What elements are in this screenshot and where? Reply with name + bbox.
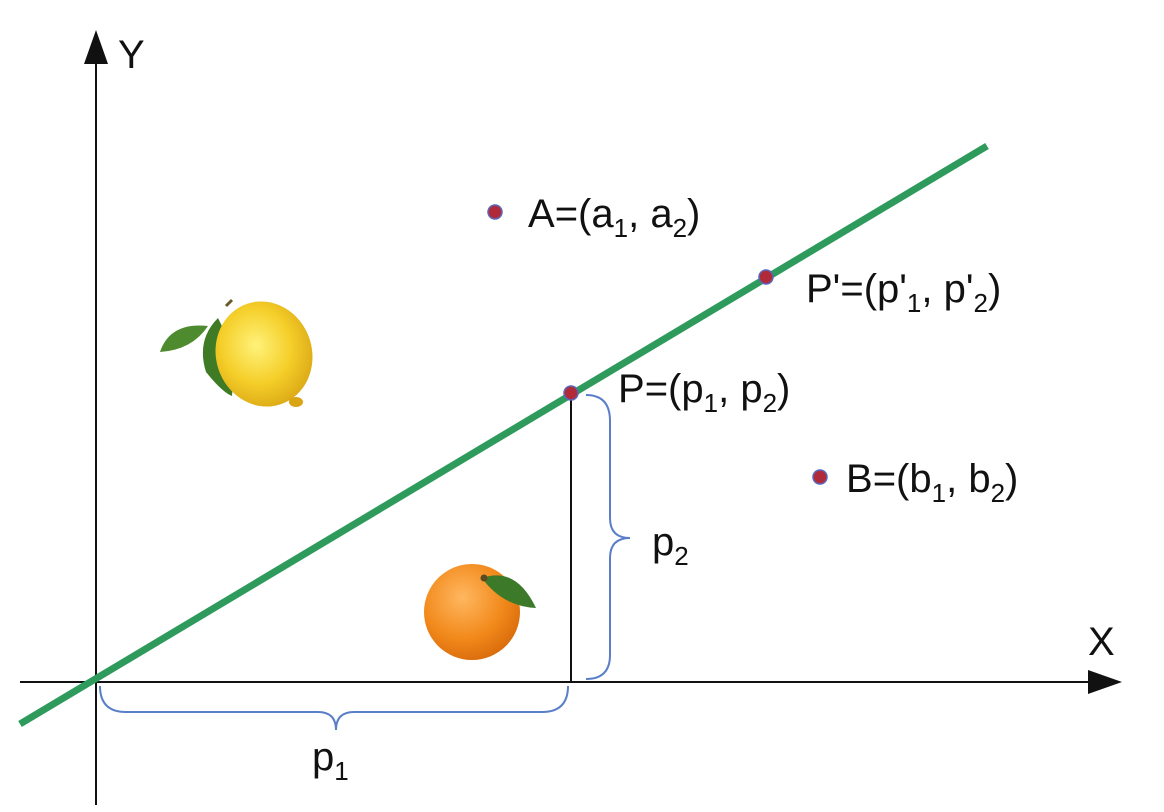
point-p-prime: P'=(p'1, p'2) [758, 267, 1001, 318]
orange-leaf [482, 575, 536, 608]
point-p-prime-label: P'=(p'1, p'2) [806, 267, 1001, 318]
y-axis-arrowhead [84, 30, 108, 64]
orange-stem [480, 574, 488, 582]
point-a-marker [487, 204, 503, 220]
x-axis-label: X [1088, 620, 1115, 664]
p2-label: p2 [652, 520, 689, 571]
lemon-tip [289, 397, 303, 407]
orange-icon [424, 564, 536, 660]
point-a: A=(a1, a2) [487, 192, 700, 243]
x-axis-arrowhead [1088, 670, 1122, 694]
p1-label: p1 [312, 735, 349, 786]
point-a-label: A=(a1, a2) [528, 192, 700, 243]
y-axis-label: Y [118, 33, 145, 77]
p2-brace [585, 394, 631, 680]
point-b-label: B=(b1, b2) [846, 457, 1018, 508]
lemon-body [215, 301, 313, 407]
lemon-leaf-left [160, 325, 208, 352]
point-p-prime-marker [758, 269, 774, 285]
point-p-marker [563, 385, 579, 401]
point-b-marker [812, 469, 828, 485]
lemon-stem [224, 298, 234, 308]
p1-brace [99, 685, 569, 731]
lemon-icon [160, 298, 313, 407]
point-b: B=(b1, b2) [812, 457, 1018, 508]
decision-line [18, 142, 989, 728]
point-p-label: P=(p1, p2) [618, 367, 790, 418]
